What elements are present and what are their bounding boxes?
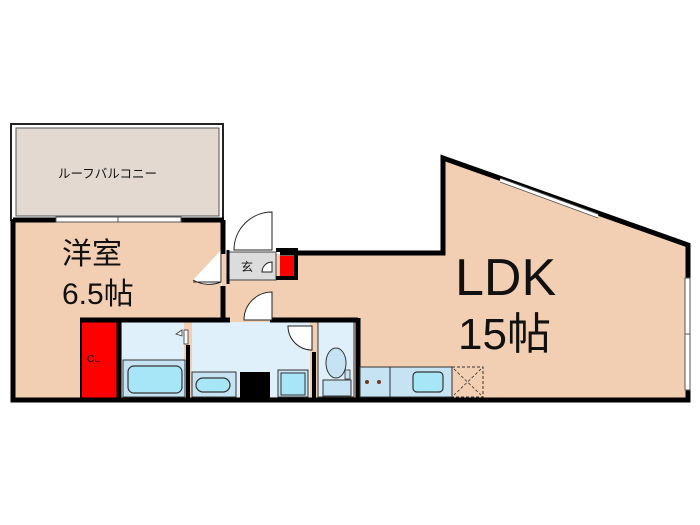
roof-balcony [10, 123, 224, 221]
fridge-space [451, 366, 484, 398]
ldk-size: 15帖 [458, 310, 551, 359]
walls [10, 154, 691, 403]
laundry-pan-icon [277, 369, 309, 398]
stove-burner-icon [365, 380, 369, 384]
entrance-label: 玄 [241, 260, 254, 274]
stove-burner-icon [377, 380, 381, 384]
ldk-name: LDK [455, 249, 557, 307]
closet-label: CL [87, 354, 100, 365]
washroom-door-icon[interactable] [243, 291, 273, 321]
western-room-size: 6.5帖 [62, 278, 134, 311]
shoe-storage [280, 256, 294, 276]
balcony-label: ルーフバルコニー [58, 166, 158, 181]
toilet-icon [322, 347, 352, 397]
sink-icon [412, 371, 444, 393]
washbasin-icon [191, 371, 237, 398]
kitchen-counter [359, 366, 484, 398]
toilet-door-icon[interactable] [287, 325, 313, 351]
doors [192, 211, 313, 351]
western-room-name: 洋室 [62, 238, 122, 271]
front-door-icon[interactable] [233, 211, 273, 251]
closet-block [81, 322, 117, 398]
washing-machine-space [240, 372, 270, 398]
windows [55, 177, 691, 391]
bathtub-icon [122, 359, 186, 398]
